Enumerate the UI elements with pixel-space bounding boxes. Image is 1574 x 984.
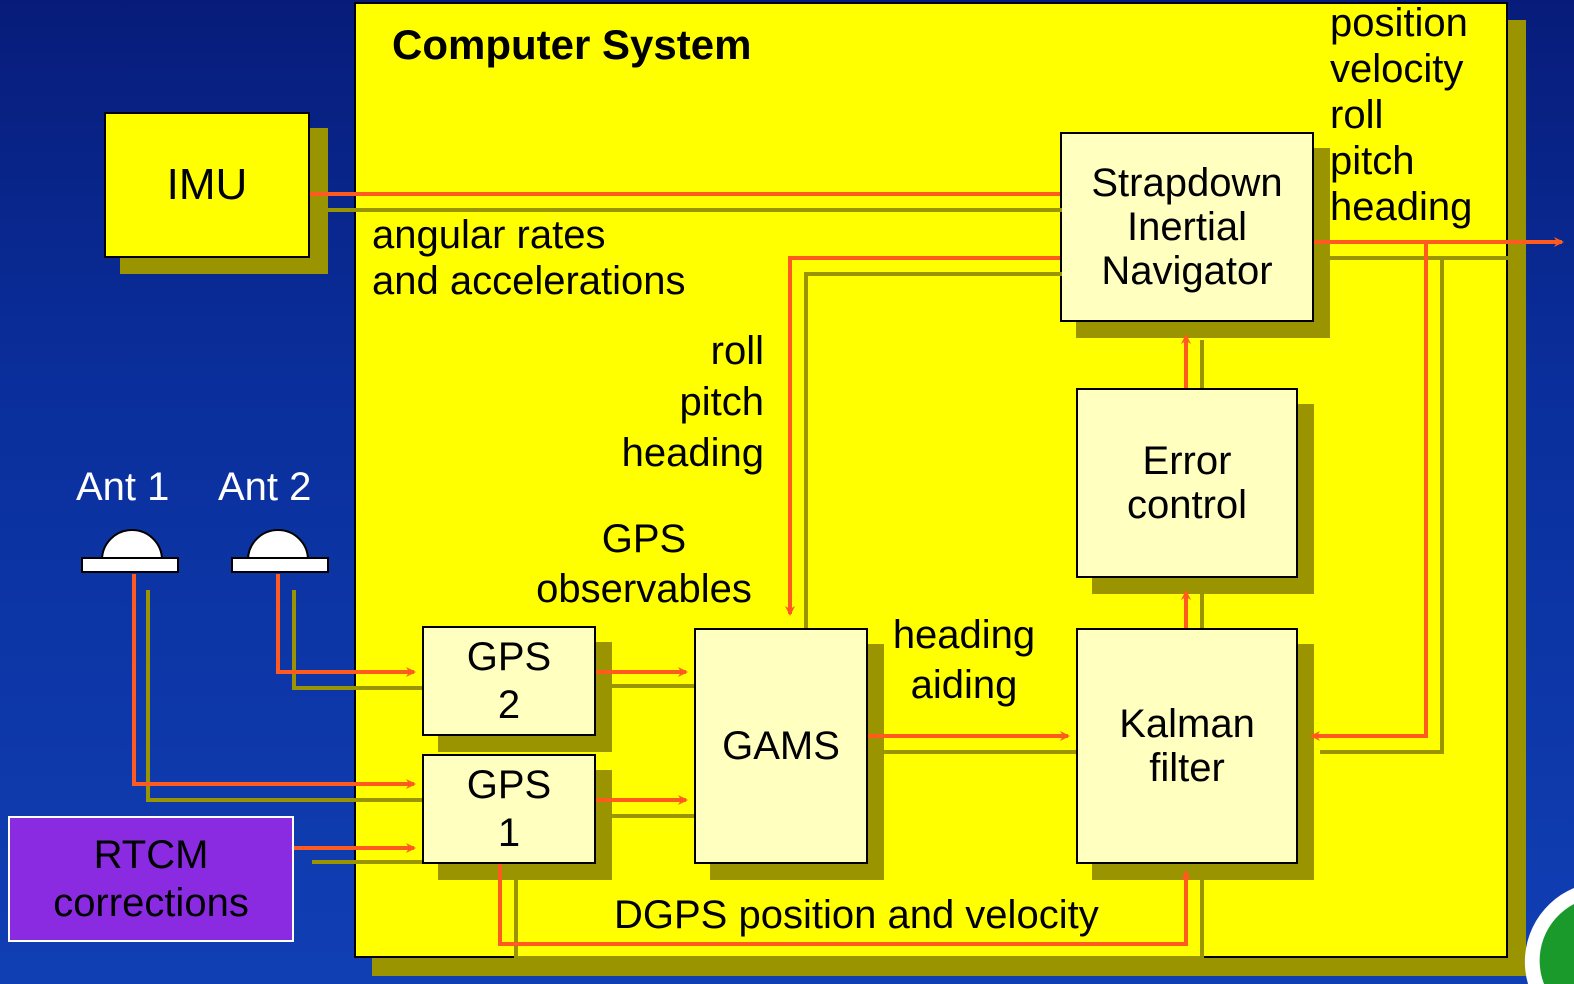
rtcm-block: RTCM corrections [8, 816, 294, 942]
shadow-lines [146, 208, 1520, 960]
imu-data-label: angular rates and accelerations [372, 213, 686, 303]
antenna-2-icon [231, 529, 329, 573]
imu-block: IMU [104, 112, 310, 258]
gams-block: GAMS [694, 628, 868, 864]
gps1-block: GPS 1 [422, 754, 596, 864]
gps2-block: GPS 2 [422, 626, 596, 736]
antenna-1-icon [81, 529, 179, 573]
logo-icon [1524, 888, 1574, 984]
ant2-label: Ant 2 [218, 465, 312, 509]
rtcm-label: RTCM corrections [53, 833, 249, 925]
gams-label: GAMS [722, 724, 840, 768]
gps1-label: GPS 1 [466, 763, 552, 855]
ant1-label: Ant 1 [76, 465, 170, 509]
imu-label: IMU [166, 160, 248, 209]
computer-system-title: Computer System [392, 21, 752, 68]
error-control-block: Error control [1076, 388, 1298, 578]
gps2-label: GPS 2 [466, 635, 552, 727]
heading-aiding-label: heading aiding [892, 613, 1036, 707]
strapdown-label: Strapdown Inertial Navigator [1091, 161, 1283, 293]
error-control-label: Error control [1126, 439, 1248, 527]
strapdown-block: Strapdown Inertial Navigator [1060, 132, 1314, 322]
signal-arrows [132, 192, 1564, 946]
kalman-label: Kalman filter [1119, 702, 1255, 790]
kalman-block: Kalman filter [1076, 628, 1298, 864]
attitude-label: roll pitch heading [621, 329, 764, 475]
outputs-label: position velocity roll pitch heading [1330, 1, 1473, 229]
gps-observables-label: GPS observables [536, 517, 752, 611]
dgps-label: DGPS position and velocity [614, 893, 1099, 937]
